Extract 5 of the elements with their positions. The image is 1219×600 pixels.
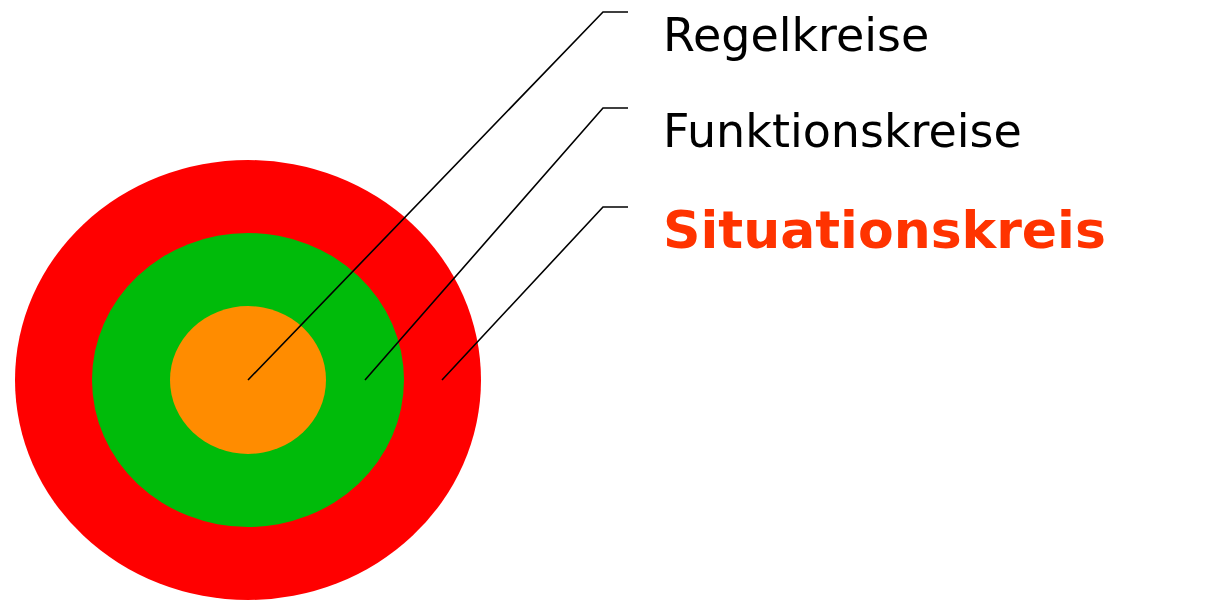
leader-line: [364, 107, 629, 381]
leader-line: [441, 206, 629, 381]
label-text: Funktionskreise: [663, 108, 1022, 154]
leader-line: [247, 11, 629, 381]
label-text: Situationskreis: [663, 204, 1106, 256]
